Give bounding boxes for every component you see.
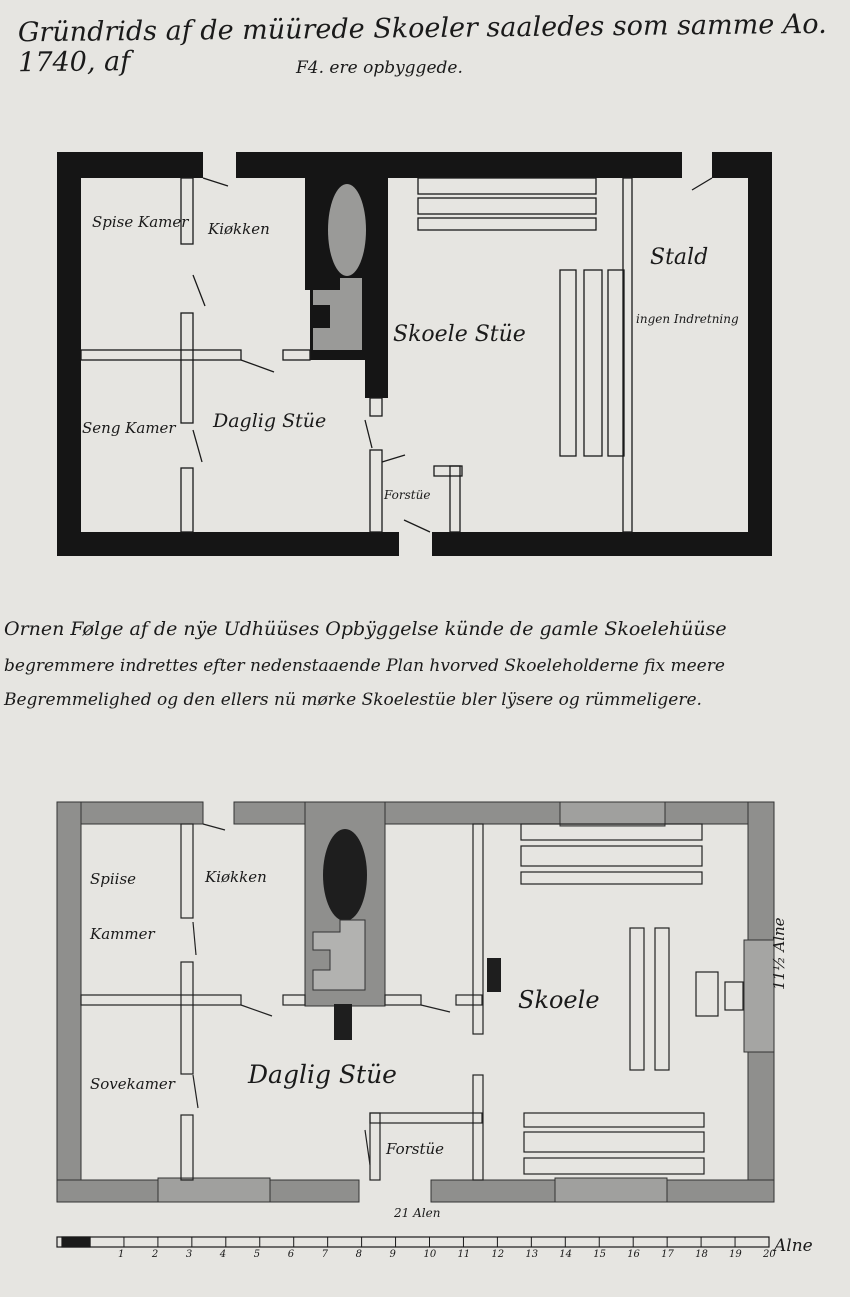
scale-number: 6 <box>287 1249 295 1260</box>
scale-number: 7 <box>321 1249 329 1260</box>
top-partition-1 <box>180 177 194 245</box>
room-label-kammer: Kammer <box>90 925 155 943</box>
room-label-kiokken: Kiøkken <box>208 220 270 238</box>
room-label-forstue: Forstüe <box>384 488 431 502</box>
top-partition-3 <box>180 467 194 533</box>
bottom-partition-h <box>80 994 242 1006</box>
room-label-stald-note: ingen Indretning <box>636 312 739 326</box>
room-label-skoele-stue: Skoele Stüe <box>393 322 526 347</box>
top-wall-south-right <box>432 532 772 556</box>
plan-subtitle: F4. ere opbyggede. <box>296 58 463 78</box>
bottom-bench-6 <box>523 1157 705 1175</box>
scale-number: 8 <box>355 1249 362 1260</box>
scale-number: 15 <box>593 1249 606 1260</box>
top-bench-1 <box>417 177 597 195</box>
scale-number: 19 <box>729 1249 742 1260</box>
scale-number: 10 <box>423 1249 437 1260</box>
bottom-partition-3 <box>180 1114 194 1181</box>
scale-number: 12 <box>491 1249 505 1260</box>
room-label-daglig-stue-bottom: Daglig Stüe <box>248 1060 397 1089</box>
scale-number: 5 <box>253 1249 261 1260</box>
scale-unit: Alne <box>774 1236 813 1256</box>
room-label-daglig-stue: Daglig Stüe <box>213 410 327 432</box>
room-label-seng-kammer: Seng Kamer <box>82 419 176 437</box>
scale-number: 3 <box>185 1249 193 1260</box>
top-hearth <box>313 278 362 350</box>
top-partition-2 <box>180 312 194 424</box>
bottom-partition-2 <box>180 961 194 1075</box>
top-partition-h2 <box>282 349 311 361</box>
bottom-east-pier <box>743 939 775 1053</box>
bottom-oven <box>323 829 367 921</box>
bottom-bench-2 <box>520 845 703 867</box>
bottom-bench-5 <box>523 1131 705 1153</box>
bottom-desk <box>695 971 719 1017</box>
note-line-2: begremmere indrettes efter nedenstaaende… <box>4 656 725 676</box>
scale-number: 20 <box>763 1249 776 1260</box>
bottom-partition-1 <box>180 823 194 919</box>
top-wall-north-mid <box>236 152 682 178</box>
room-label-stald: Stald <box>650 245 709 270</box>
top-table-3 <box>607 269 625 457</box>
dimension-width-label: 21 Alen <box>394 1206 441 1220</box>
room-label-kiokken-bottom: Kiøkken <box>205 868 267 886</box>
top-oven <box>328 184 366 276</box>
bottom-table-1 <box>629 927 645 1071</box>
scale-number: 2 <box>151 1249 159 1260</box>
scale-number: 4 <box>219 1249 227 1260</box>
top-forstue-wall-left <box>369 449 383 533</box>
bottom-bench-4 <box>523 1112 705 1128</box>
scale-bar <box>56 1236 770 1248</box>
top-wall-south-left <box>57 532 399 556</box>
scale-number: 11 <box>457 1249 471 1260</box>
scale-number: 13 <box>525 1249 539 1260</box>
scale-number: 18 <box>695 1249 708 1260</box>
room-label-sovekammer: Sovekamer <box>90 1075 175 1093</box>
top-table-2 <box>583 269 603 457</box>
top-partition-4 <box>369 397 383 417</box>
top-partition-h <box>80 349 242 361</box>
scale-number: 1 <box>117 1249 125 1260</box>
scale-number: 9 <box>389 1249 396 1260</box>
room-label-spise-kammer: Spise Kamer <box>92 213 189 231</box>
top-bench-2 <box>417 197 597 215</box>
dimension-depth-label: 11½ Alne <box>770 917 788 990</box>
bottom-wall-west <box>56 801 82 1203</box>
top-stald-partition <box>622 177 633 533</box>
room-label-skoele: Skoele <box>518 986 600 1014</box>
bottom-bench-1 <box>520 823 703 841</box>
top-wall-north-left <box>57 152 203 178</box>
scale-number: 17 <box>661 1249 674 1260</box>
top-wall-east <box>748 152 772 556</box>
bottom-bench-3 <box>520 871 703 885</box>
top-forstue-top <box>433 465 463 477</box>
room-label-spise: Spiise <box>90 870 137 888</box>
scale-number: 14 <box>559 1249 573 1260</box>
note-line-3: Begremmelighed og den ellers nü mørke Sk… <box>4 690 702 710</box>
top-forstue-wall-right <box>449 465 461 533</box>
top-table-1 <box>559 269 577 457</box>
top-wall-west <box>57 152 81 556</box>
top-bench-3 <box>417 217 597 231</box>
bottom-table-2 <box>654 927 670 1071</box>
scale-number: 16 <box>627 1249 640 1260</box>
note-line-1: Ornen Følge af de nÿe Udhüüses Opbÿggels… <box>4 618 727 640</box>
room-label-forstue-bottom: Forstüe <box>386 1140 445 1158</box>
bottom-forstue-top <box>369 1112 483 1124</box>
